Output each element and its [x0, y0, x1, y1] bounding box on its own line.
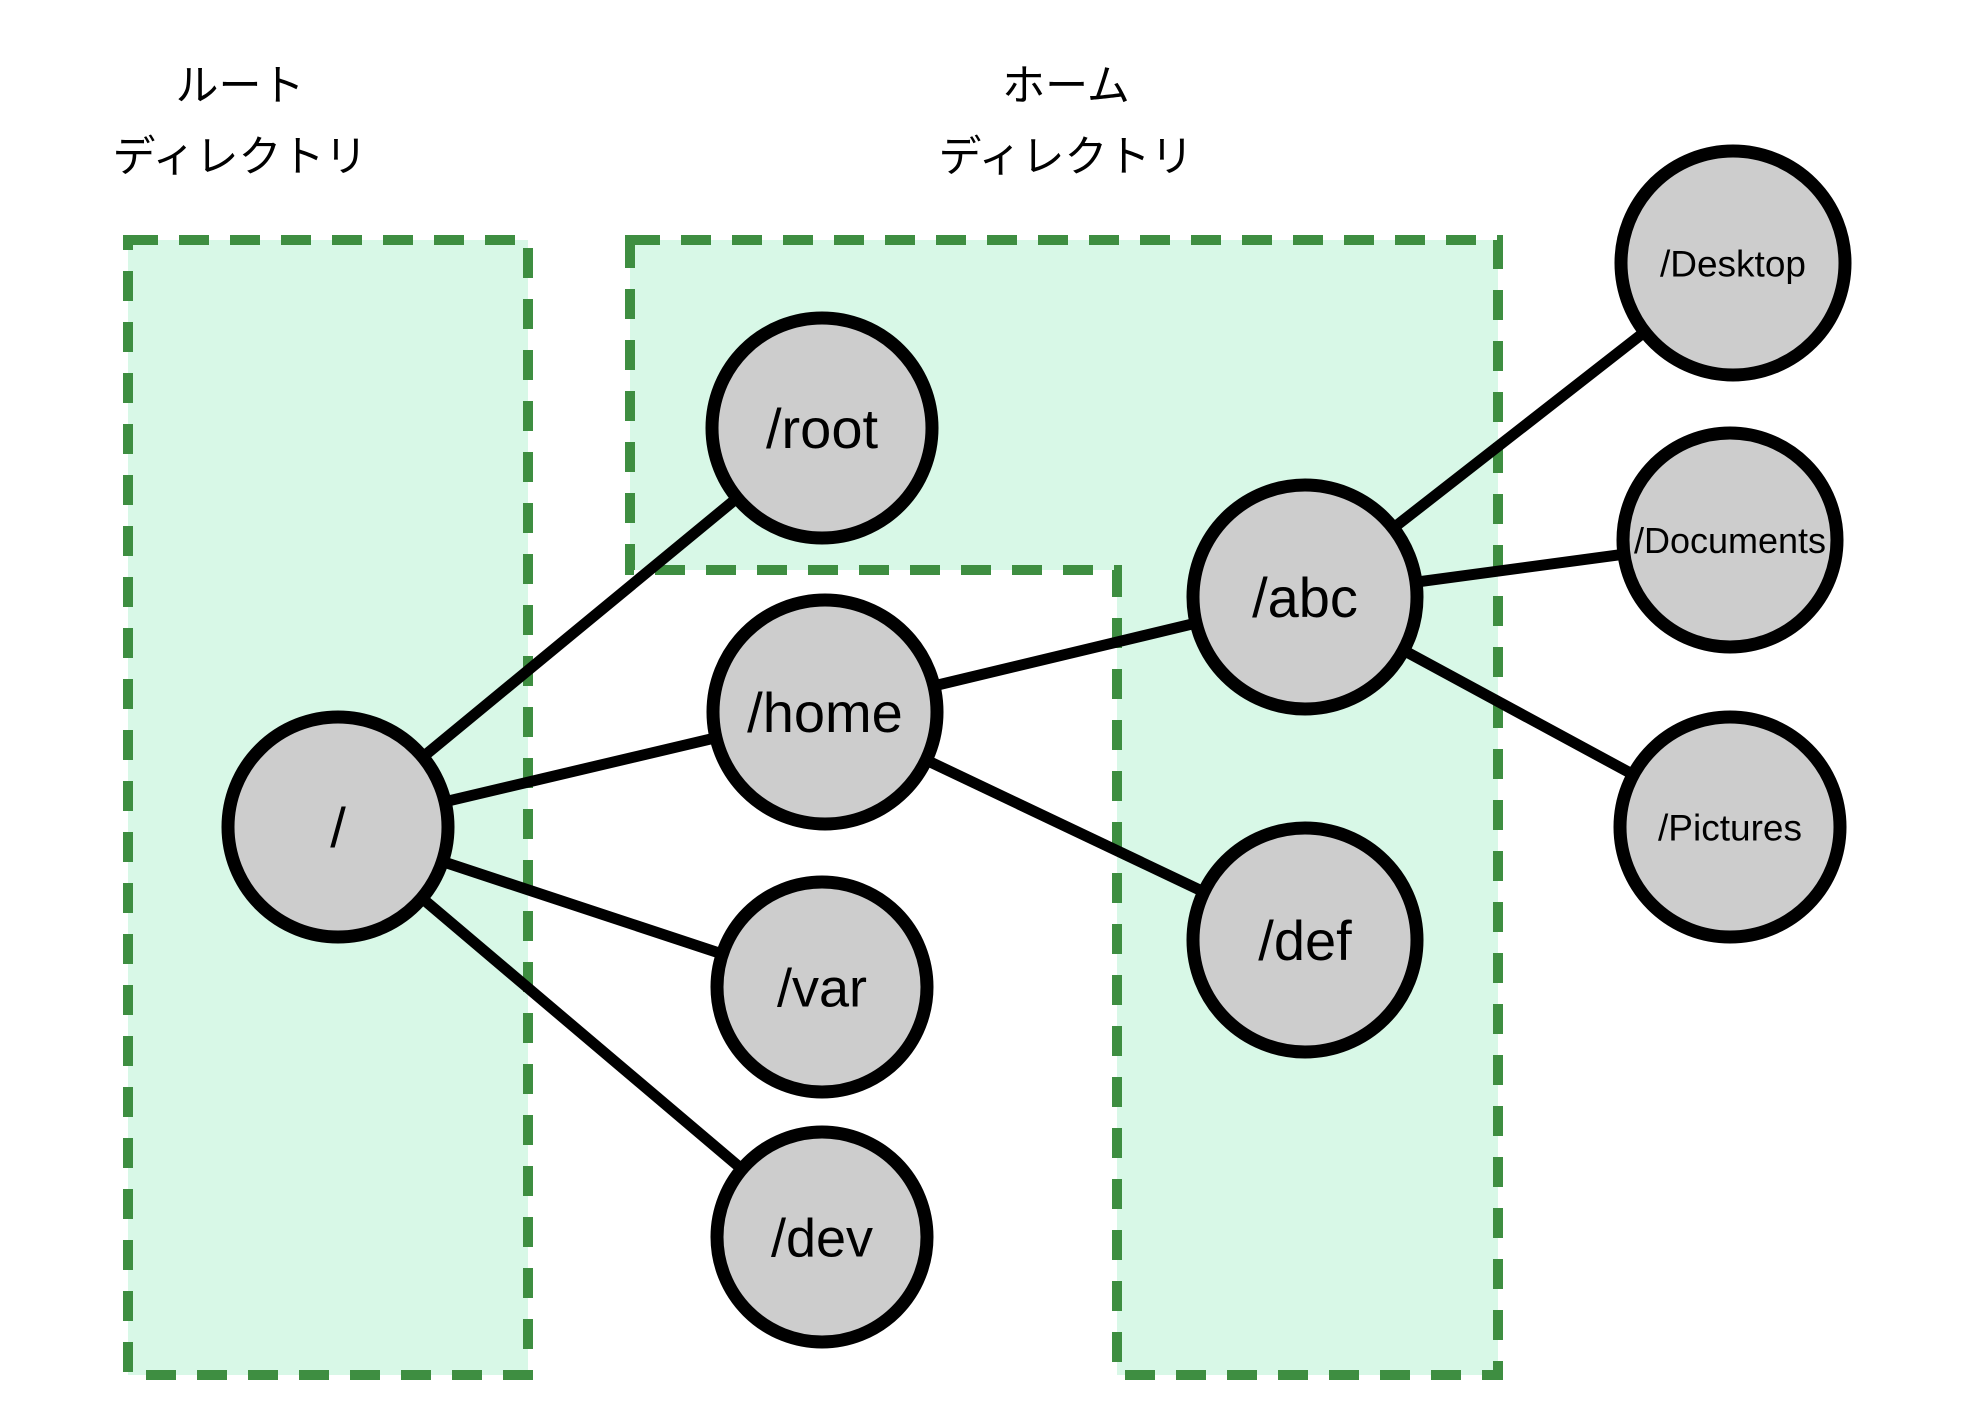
- node-label-root: /: [330, 796, 346, 859]
- node-root: /: [221, 710, 455, 944]
- node-circle-dir-documents: [1616, 426, 1844, 654]
- node-circle-dir-def: [1186, 821, 1424, 1059]
- node-circle-dir-abc: [1186, 478, 1424, 716]
- node-dir-root: /root: [705, 311, 939, 545]
- node-label-dir-pictures: /Pictures: [1658, 807, 1802, 848]
- node-dir-def: /def: [1186, 821, 1424, 1059]
- home-directory-label-line-1: ホーム: [1002, 62, 1130, 110]
- node-circle-dir-dev: [710, 1125, 934, 1349]
- node-dir-home: /home: [706, 593, 944, 831]
- node-dir-abc: /abc: [1186, 478, 1424, 716]
- home-directory-label-line-2: ディレクトリ: [939, 133, 1194, 181]
- node-label-dir-def: /def: [1258, 909, 1352, 972]
- node-circle-dir-root: [705, 311, 939, 545]
- node-label-dir-desktop: /Desktop: [1660, 243, 1806, 284]
- node-dir-documents: /Documents: [1616, 426, 1844, 654]
- node-circle-dir-pictures: [1613, 710, 1847, 944]
- node-circle-dir-var: [710, 875, 934, 1099]
- root-directory-label-line-1: ルート: [176, 62, 305, 110]
- node-label-dir-abc: /abc: [1252, 566, 1358, 629]
- node-circle-dir-desktop: [1614, 144, 1852, 382]
- node-dir-pictures: /Pictures: [1613, 710, 1847, 944]
- node-label-dir-home: /home: [747, 681, 903, 744]
- node-circle-root: [221, 710, 455, 944]
- node-circle-dir-home: [706, 593, 944, 831]
- node-dir-desktop: /Desktop: [1614, 144, 1852, 382]
- root-directory-label-line-2: ディレクトリ: [113, 133, 368, 181]
- node-label-dir-root: /root: [766, 397, 878, 460]
- node-label-dir-dev: /dev: [771, 1208, 873, 1268]
- node-dir-dev: /dev: [710, 1125, 934, 1349]
- node-label-dir-var: /var: [777, 958, 867, 1018]
- node-label-dir-documents: /Documents: [1634, 520, 1826, 561]
- node-dir-var: /var: [710, 875, 934, 1099]
